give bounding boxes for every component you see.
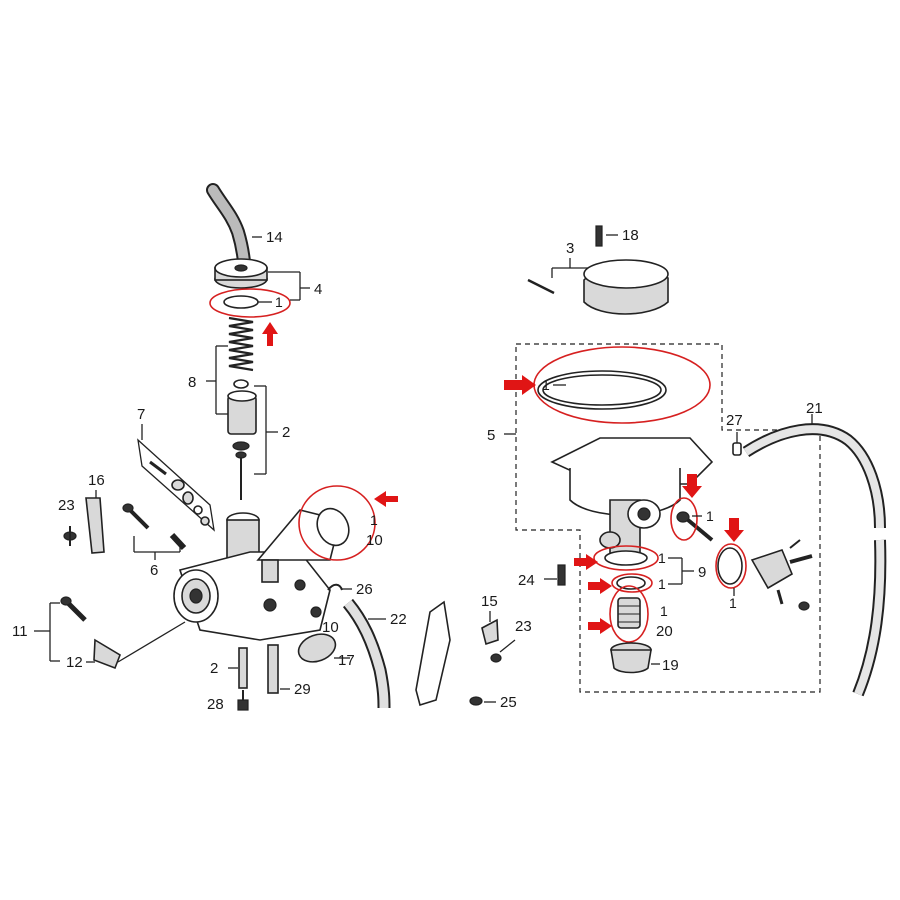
top-cap-part-4	[214, 258, 268, 289]
drain-screw-washer	[676, 511, 690, 523]
label-12: 12	[66, 654, 83, 671]
label-22: 22	[390, 611, 407, 628]
float-bowl-gasket	[316, 507, 350, 547]
label-23-left: 23	[58, 497, 75, 514]
label-21: 21	[806, 400, 823, 417]
screw-part-23-right	[490, 653, 502, 663]
label-7: 7	[137, 406, 145, 423]
float-pin	[527, 278, 555, 295]
needle-retainer	[232, 441, 250, 451]
filter-part-20	[617, 597, 641, 629]
o-ring-a	[604, 550, 648, 566]
label-2-top: 2	[282, 424, 290, 441]
label-2-bottom: 2	[210, 660, 218, 677]
arrow-up-icon	[262, 322, 278, 346]
label-5: 5	[487, 427, 495, 444]
screw-part-23-left	[63, 526, 77, 546]
label-4: 4	[314, 281, 322, 298]
arrow-right-icon-c	[588, 618, 612, 634]
mounting-plate	[415, 600, 451, 707]
cap-part-27	[732, 442, 742, 456]
label-17: 17	[338, 652, 355, 669]
label-24: 24	[518, 572, 535, 589]
label-6: 6	[150, 562, 158, 579]
label-9: 9	[698, 564, 706, 581]
label-19: 19	[662, 657, 679, 674]
spring-part-8	[228, 316, 254, 372]
highlight-ring-gasket-10	[298, 485, 376, 561]
fuel-cock-assembly	[750, 539, 813, 611]
highlight-ring-o-ring-b	[611, 573, 653, 593]
label-1-fuelcock: 1	[729, 595, 737, 611]
label-20: 20	[656, 623, 673, 640]
label-8: 8	[188, 374, 196, 391]
label-16: 16	[88, 472, 105, 489]
carburetor-body	[173, 509, 341, 641]
label-29: 29	[294, 681, 311, 698]
label-26: 26	[356, 581, 373, 598]
bracket-part-16	[85, 497, 105, 554]
label-10-top: 10	[366, 532, 383, 549]
jet-part-28	[237, 699, 249, 711]
label-15: 15	[481, 593, 498, 610]
label-18: 18	[622, 227, 639, 244]
assembly-5-boundary	[515, 343, 821, 693]
highlight-ring-fuel-cock	[715, 543, 747, 589]
label-1-cap: 1	[275, 294, 283, 310]
screw-part-24	[557, 564, 566, 586]
arrow-right-icon-b	[588, 578, 612, 594]
screw-part-18	[595, 225, 603, 247]
label-25: 25	[500, 694, 517, 711]
highlight-ring-cap-gasket	[209, 288, 291, 318]
screw-part-25	[469, 696, 483, 706]
o-ring-b	[616, 576, 646, 590]
label-11: 11	[12, 623, 28, 640]
float-chamber-body	[550, 437, 714, 561]
label-10-bottom: 10	[322, 619, 339, 636]
highlight-ring-filter	[609, 585, 649, 643]
cup-part-19	[610, 642, 652, 674]
label-1-gasket: 1	[370, 512, 378, 528]
label-1-drain: 1	[706, 508, 714, 524]
label-14: 14	[266, 229, 283, 246]
label-28: 28	[207, 696, 224, 713]
choke-lever-part-11	[60, 596, 186, 670]
hose-clip-part-26	[327, 583, 343, 591]
emulsion-tube-part-29	[267, 644, 279, 694]
bracket-part-15	[481, 618, 499, 646]
label-1-chamber: 1	[542, 377, 550, 393]
fuel-hose-part-21	[742, 423, 887, 697]
arrow-right-icon-a	[574, 554, 598, 570]
drain-screw-part-10	[310, 606, 322, 618]
label-1-filter: 1	[660, 603, 668, 619]
label-1-oring-a: 1	[658, 550, 666, 566]
arrow-down-icon-b	[724, 518, 744, 542]
label-27: 27	[726, 412, 743, 429]
highlight-ring-o-ring-a	[593, 545, 659, 571]
needle-clip	[233, 379, 249, 389]
throttle-stop-screw-part-6	[122, 503, 187, 551]
cap-gasket	[223, 295, 259, 309]
arrow-right-icon-top	[504, 375, 536, 395]
label-3: 3	[566, 240, 574, 257]
label-1-oring-b: 1	[658, 576, 666, 592]
float-part-3	[583, 259, 669, 315]
main-jet-part-2	[238, 647, 248, 700]
cap-part-17	[297, 633, 337, 663]
arrow-down-icon-a	[682, 474, 702, 498]
label-23-right: 23	[515, 618, 532, 635]
throttle-slide	[227, 390, 257, 435]
fuel-cock-o-ring	[717, 547, 743, 585]
pilot-screw-set	[149, 460, 210, 526]
arrow-left-icon	[374, 491, 398, 507]
highlight-ring-drain-washer	[670, 497, 698, 541]
vent-tube-part-14	[206, 183, 251, 269]
